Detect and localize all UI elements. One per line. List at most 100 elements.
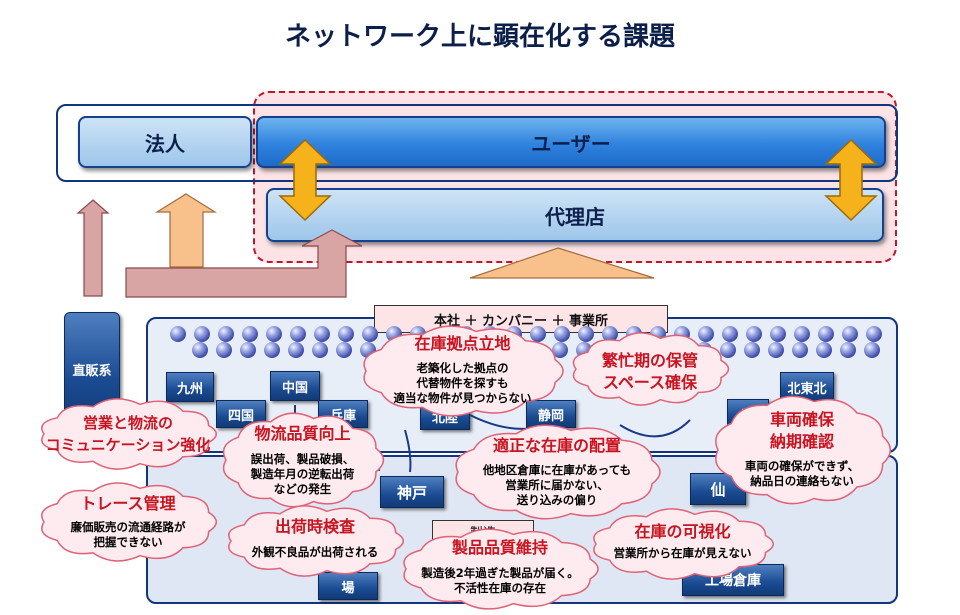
sphere-icon bbox=[218, 326, 234, 342]
sphere-icon bbox=[794, 326, 810, 342]
cloud-callout-icon bbox=[41, 398, 218, 470]
cloud-shape bbox=[403, 528, 599, 610]
dairiten-label: 代理店 bbox=[545, 204, 605, 229]
sphere-icon bbox=[840, 342, 856, 358]
issue-heading: 繁忙期の保管 スペース確保 bbox=[601, 351, 698, 392]
cloud-callout-icon bbox=[363, 325, 564, 417]
up-arrow-icon bbox=[125, 229, 363, 298]
issue-body-line: 車両の確保ができず、 bbox=[744, 459, 860, 473]
cloud-shape bbox=[228, 505, 405, 577]
dairiten-box: 代理店 bbox=[266, 188, 884, 242]
sphere-icon bbox=[216, 342, 232, 358]
issue-cloud-hanbouki: 繁忙期の保管 スペース確保 bbox=[570, 332, 730, 406]
up-arrow-icon bbox=[76, 199, 110, 297]
issue-body-line: 営業所から在庫が見えない bbox=[613, 546, 752, 560]
sphere-icon bbox=[266, 326, 282, 342]
cloud-shape bbox=[715, 395, 892, 505]
issue-cloud-seihin-hinshitsu: 製品品質維持 製造後2年過ぎた製品が届く。 不活性在庫の存在 bbox=[400, 528, 600, 610]
issue-body-line: 送り込みの偏り bbox=[516, 493, 598, 507]
issue-body-line: 製造年月の逆転出荷 bbox=[250, 467, 355, 481]
sphere-icon bbox=[312, 342, 328, 358]
chokuhan-label: 直販系 bbox=[72, 363, 112, 379]
sphere-icon bbox=[362, 326, 378, 342]
issue-cloud-sharyo: 車両確保 納期確認 車両の確保ができず、 納品日の連絡もない bbox=[712, 395, 892, 505]
node-sendai: 仙 bbox=[690, 473, 746, 505]
issue-heading: トレース管理 bbox=[80, 494, 176, 513]
issue-heading: 適正な在庫の配置 bbox=[492, 436, 621, 455]
issue-body-line: 代替物件を探すも bbox=[416, 376, 509, 390]
sphere-icon bbox=[866, 326, 882, 342]
cloud-shape bbox=[593, 508, 774, 580]
node-factory: 場 bbox=[318, 572, 378, 600]
cloud-callout-icon bbox=[455, 424, 661, 520]
cloud-callout-icon bbox=[222, 412, 385, 508]
node-chugoku: 中国 bbox=[270, 371, 320, 401]
sphere-icon bbox=[768, 342, 784, 358]
user-box: ユーザー bbox=[256, 116, 886, 168]
honsha-label: 本社 ＋ カンパニー ＋ 事業所 bbox=[433, 313, 609, 329]
issue-body-line: 不活性在庫の存在 bbox=[454, 581, 546, 595]
up-arrow-icon bbox=[154, 193, 218, 268]
issue-body-line: 適当な物件が見つからない bbox=[393, 391, 532, 405]
houjin-box: 法人 bbox=[78, 116, 252, 168]
cloud-shape bbox=[41, 398, 218, 470]
issue-heading: 製品品質維持 bbox=[451, 538, 548, 557]
issue-body-line: 製造後2年過ぎた製品が届く。 bbox=[421, 566, 579, 580]
page-title: ネットワーク上に顕在化する課題 bbox=[284, 22, 675, 52]
sphere-icon bbox=[314, 326, 330, 342]
node-label: 静岡 bbox=[537, 408, 564, 424]
sphere-icon bbox=[264, 342, 280, 358]
sphere-icon bbox=[722, 326, 738, 342]
top-panel bbox=[56, 104, 898, 182]
issue-heading: 在庫拠点立地 bbox=[414, 334, 511, 353]
sphere-icon bbox=[842, 326, 858, 342]
cloud-callout-icon bbox=[715, 395, 892, 505]
issue-cloud-zaiko-ritchi: 在庫拠点立地 老築化した拠点の 代替物件を探すも 適当な物件が見つからない bbox=[360, 325, 565, 417]
sphere-icon bbox=[816, 342, 832, 358]
sphere-icon bbox=[744, 342, 760, 358]
issue-body-line: 外観不良品が出荷される bbox=[251, 545, 379, 559]
cloud-shape bbox=[41, 482, 218, 562]
issue-body-line: 廉価販売の流通経路が bbox=[70, 520, 186, 534]
issue-heading: 在庫の可視化 bbox=[634, 522, 731, 541]
issue-body-line: 誤出荷、製品破損、 bbox=[250, 452, 355, 466]
sphere-icon bbox=[818, 326, 834, 342]
cloud-shape bbox=[363, 325, 564, 417]
sphere-icon bbox=[240, 342, 256, 358]
node-label: 神戸 bbox=[396, 483, 427, 502]
issue-heading: 物流品質向上 bbox=[254, 424, 351, 443]
sphere-icon bbox=[720, 342, 736, 358]
sphere-icon bbox=[698, 326, 714, 342]
issue-body-line: 他地区倉庫に在庫があっても bbox=[482, 463, 632, 477]
sphere-icon bbox=[170, 326, 186, 342]
issue-cloud-kashika: 在庫の可視化 営業所から在庫が見えない bbox=[590, 508, 775, 580]
cloud-callout-icon bbox=[572, 332, 730, 406]
node-label: 仙 bbox=[710, 480, 726, 499]
sphere-icon bbox=[290, 326, 306, 342]
sphere-icon bbox=[336, 342, 352, 358]
issue-cloud-butsuryu-hinshitsu: 物流品質向上 誤出荷、製品破損、 製造年月の逆転出荷 などの発生 bbox=[220, 412, 385, 508]
issue-cloud-tekisei-zaiko: 適正な在庫の配置 他地区倉庫に在庫があっても 営業所に届かない、 送り込みの偏り bbox=[452, 424, 662, 520]
sphere-icon bbox=[288, 342, 304, 358]
issue-heading: 出荷時検査 bbox=[274, 517, 355, 536]
sphere-icon bbox=[552, 342, 568, 358]
issue-heading: 営業と物流の コミュニケーション強化 bbox=[45, 414, 211, 454]
sphere-icon bbox=[602, 326, 618, 342]
node-kitatohoku: 北東北 bbox=[780, 372, 834, 402]
cloud-shape bbox=[455, 424, 661, 520]
node-label: 北東北 bbox=[787, 381, 827, 397]
user-label: ユーザー bbox=[531, 131, 611, 156]
node-label: 場 bbox=[341, 580, 355, 596]
houjin-label: 法人 bbox=[145, 131, 185, 156]
sphere-icon bbox=[194, 326, 210, 342]
sphere-icon bbox=[746, 326, 762, 342]
double-arrow-icon bbox=[824, 138, 878, 222]
sphere-icon bbox=[554, 326, 570, 342]
sphere-icon bbox=[192, 342, 208, 358]
sphere-icon bbox=[792, 342, 808, 358]
issue-cloud-trace: トレース管理 廉価販売の流通経路が 把握できない bbox=[38, 482, 218, 562]
node-kyushu: 九州 bbox=[166, 372, 214, 402]
issue-cloud-shukka-kensa: 出荷時検査 外観不良品が出荷される bbox=[225, 505, 405, 577]
cloud-callout-icon bbox=[228, 505, 405, 577]
